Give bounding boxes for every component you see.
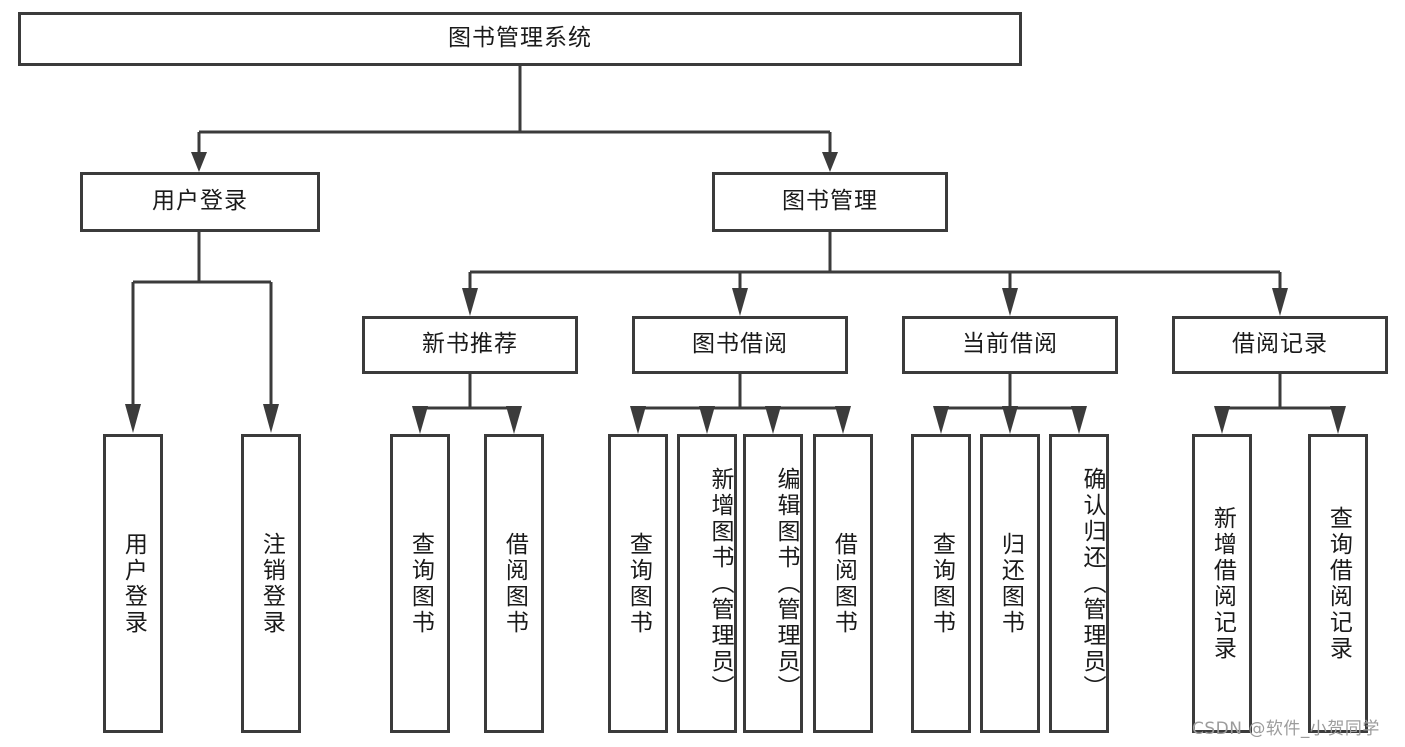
node-current-borrow-label: 当前借阅 — [962, 331, 1058, 358]
leaf-user-login[interactable]: 用户登录 — [103, 434, 163, 733]
arrowhead-borrow-record — [1272, 288, 1288, 316]
arrowhead-leaf-add-book — [699, 406, 715, 434]
leaf-borrow-book-2[interactable]: 借阅图书 — [813, 434, 873, 733]
arrowhead-leaf-user-login — [125, 404, 141, 433]
leaf-query-book-3-label: 查询图书 — [928, 531, 955, 636]
node-root-label: 图书管理系统 — [448, 25, 592, 52]
node-current-borrow[interactable]: 当前借阅 — [902, 316, 1118, 374]
node-book-manage[interactable]: 图书管理 — [712, 172, 948, 232]
node-borrow-record[interactable]: 借阅记录 — [1172, 316, 1388, 374]
arrowhead-new-book-recommend — [462, 288, 478, 316]
node-user-login-label: 用户登录 — [152, 188, 248, 215]
leaf-add-record[interactable]: 新增借阅记录 — [1192, 434, 1252, 733]
leaf-logout[interactable]: 注销登录 — [241, 434, 301, 733]
node-book-manage-label: 图书管理 — [782, 188, 878, 215]
node-borrow-record-label: 借阅记录 — [1232, 331, 1328, 358]
arrowhead-leaf-borrow-book-2 — [835, 406, 851, 434]
arrowhead-leaf-return-book — [1002, 406, 1018, 434]
arrowhead-book-borrow — [732, 288, 748, 316]
leaf-add-book[interactable]: 新增图书（管理员） — [677, 434, 737, 733]
arrowhead-leaf-edit-book — [765, 406, 781, 434]
leaf-borrow-book-1-label: 借阅图书 — [501, 531, 528, 636]
leaf-return-book[interactable]: 归还图书 — [980, 434, 1040, 733]
leaf-borrow-book-1[interactable]: 借阅图书 — [484, 434, 544, 733]
node-user-login[interactable]: 用户登录 — [80, 172, 320, 232]
leaf-logout-label: 注销登录 — [258, 531, 285, 636]
arrowhead-leaf-query-book-2 — [630, 406, 646, 434]
leaf-query-book-2-label: 查询图书 — [625, 531, 652, 636]
leaf-query-book-1[interactable]: 查询图书 — [390, 434, 450, 733]
leaf-return-book-label: 归还图书 — [997, 531, 1024, 636]
leaf-user-login-label: 用户登录 — [120, 531, 147, 636]
arrowhead-leaf-query-book-3 — [933, 406, 949, 434]
watermark-text: CSDN @软件_小贺同学 — [1192, 719, 1380, 739]
leaf-add-record-label: 新增借阅记录 — [1209, 505, 1236, 662]
node-book-borrow-label: 图书借阅 — [692, 331, 788, 358]
leaf-query-book-2[interactable]: 查询图书 — [608, 434, 668, 733]
leaf-query-book-3[interactable]: 查询图书 — [911, 434, 971, 733]
leaf-add-book-label: 新增图书（管理员） — [707, 466, 733, 701]
leaf-query-record-label: 查询借阅记录 — [1325, 505, 1352, 662]
arrowhead-leaf-confirm-return — [1071, 406, 1087, 434]
node-root[interactable]: 图书管理系统 — [18, 12, 1022, 66]
leaf-query-record[interactable]: 查询借阅记录 — [1308, 434, 1368, 733]
arrowhead-user-login — [191, 152, 207, 172]
leaf-confirm-return[interactable]: 确认归还（管理员） — [1049, 434, 1109, 733]
leaf-edit-book-label: 编辑图书（管理员） — [773, 466, 799, 701]
arrowhead-leaf-logout — [263, 404, 279, 433]
leaf-confirm-return-label: 确认归还（管理员） — [1079, 466, 1105, 701]
node-new-book-recommend[interactable]: 新书推荐 — [362, 316, 578, 374]
arrowhead-book-manage — [822, 152, 838, 172]
node-new-book-recommend-label: 新书推荐 — [422, 331, 518, 358]
arrowhead-leaf-query-book-1 — [412, 406, 428, 434]
leaf-edit-book[interactable]: 编辑图书（管理员） — [743, 434, 803, 733]
leaf-query-book-1-label: 查询图书 — [407, 531, 434, 636]
node-book-borrow[interactable]: 图书借阅 — [632, 316, 848, 374]
arrowhead-leaf-add-record — [1214, 406, 1230, 434]
arrowhead-leaf-borrow-book-1 — [506, 406, 522, 434]
leaf-borrow-book-2-label: 借阅图书 — [830, 531, 857, 636]
arrowhead-leaf-query-record — [1330, 406, 1346, 434]
arrowhead-current-borrow — [1002, 288, 1018, 316]
